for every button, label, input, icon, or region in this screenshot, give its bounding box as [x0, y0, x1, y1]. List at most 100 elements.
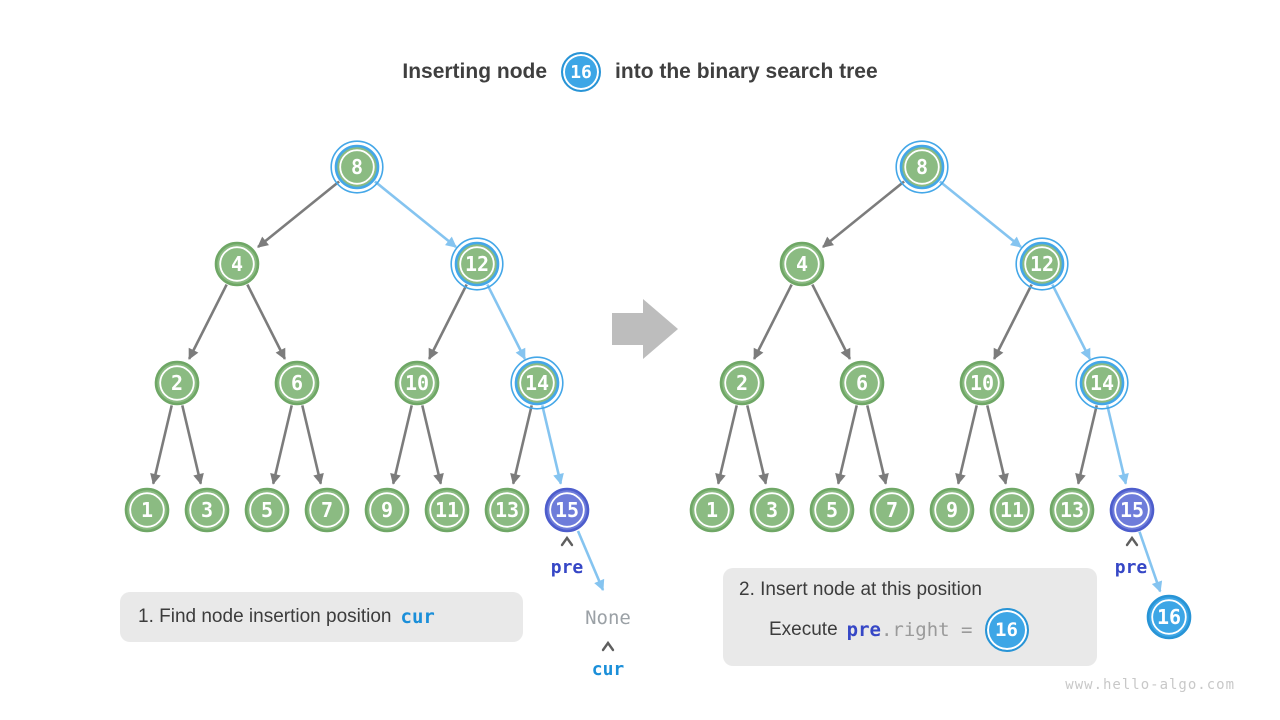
title-suffix: into the binary search tree: [615, 60, 878, 83]
node-value: 6: [291, 371, 303, 395]
caption-step1-text: 1. Find node insertion position: [138, 606, 392, 627]
tree-edge-12-14: [486, 283, 527, 360]
caption-step2: 2. Insert node at this position Execute …: [723, 568, 1097, 666]
node-circle: [394, 360, 440, 406]
tree-node-2: 2: [719, 360, 765, 406]
tree-node-8: 8: [330, 140, 384, 194]
node-value: 15: [1120, 498, 1144, 522]
node-circle: [1146, 594, 1192, 640]
node-value: 3: [766, 498, 778, 522]
node-circle: [244, 487, 290, 533]
node-inner-ring: [369, 492, 405, 528]
node-highlight-ring: [510, 356, 564, 410]
tree-node-15: 15: [1109, 487, 1155, 533]
cur-label: cur: [592, 659, 625, 680]
tree-node-14: 14: [1075, 356, 1129, 410]
node-value: 2: [171, 371, 183, 395]
node-value: 14: [525, 371, 549, 395]
node-highlight-ring: [1075, 356, 1129, 410]
tree-node-6: 6: [274, 360, 320, 406]
node-inner-ring: [249, 492, 285, 528]
node-inner-ring: [189, 492, 225, 528]
tree-node-10: 10: [959, 360, 1005, 406]
node-value: 11: [435, 498, 459, 522]
watermark: www.hello-algo.com: [1065, 677, 1235, 693]
node-inner-ring: [519, 365, 555, 401]
node-inner-ring: [129, 492, 165, 528]
pre-label: pre: [1115, 557, 1148, 578]
tree-edge-14-13: [510, 405, 533, 485]
chevron-up-icon: [560, 535, 574, 547]
tree-edge-2-1: [150, 405, 173, 485]
caption-step2-right-code: .right =: [880, 619, 973, 641]
node-circle: [809, 487, 855, 533]
node-circle: [719, 360, 765, 406]
tree-edge-4-2: [187, 283, 228, 360]
tree-edge-2-3: [746, 405, 769, 485]
tree-node-9: 9: [929, 487, 975, 533]
tree-edge-10-11: [986, 405, 1009, 485]
tree-node-4: 4: [779, 241, 825, 287]
node-value: 13: [1060, 498, 1084, 522]
caption-step2-line2: Execute pre .right = 16: [769, 608, 1081, 652]
tree-edge-6-7: [301, 405, 324, 485]
node-inner-ring: [814, 492, 850, 528]
node-inner-ring: [724, 365, 760, 401]
node-circle: [899, 144, 945, 190]
node-value: 1: [706, 498, 718, 522]
node-inner-ring: [1054, 492, 1090, 528]
node-inner-ring: [219, 246, 255, 282]
node-circle: [959, 360, 1005, 406]
node-inner-ring: [159, 365, 195, 401]
node-value: 12: [465, 252, 489, 276]
node-value: 5: [826, 498, 838, 522]
node-value: 16: [1157, 605, 1181, 629]
tree-node-3: 3: [749, 487, 795, 533]
caption-step2-line1: 2. Insert node at this position: [739, 579, 982, 600]
node-value: 3: [201, 498, 213, 522]
tree-node-5: 5: [244, 487, 290, 533]
node-inner-ring: [309, 492, 345, 528]
node-circle: [1079, 360, 1125, 406]
node-circle: [364, 487, 410, 533]
pointer-arrow-0: [576, 530, 605, 591]
node-value: 14: [1090, 371, 1114, 395]
tree-edge-2-1: [715, 405, 738, 485]
caption-step2-pre-code: pre: [846, 619, 881, 641]
node-inner-ring: [339, 149, 375, 185]
node-inner-ring: [489, 492, 525, 528]
tree-edge-10-9: [955, 405, 978, 485]
node-inner-ring: [934, 492, 970, 528]
node-inner-ring: [754, 492, 790, 528]
node-inner-ring: [399, 365, 435, 401]
tree-edge-6-7: [866, 405, 889, 485]
node-highlight-ring: [450, 237, 504, 291]
node-circle: [689, 487, 735, 533]
node-inner-ring: [904, 149, 940, 185]
node-value: 4: [796, 252, 808, 276]
tree-node-12: 12: [1015, 237, 1069, 291]
node-value: 6: [856, 371, 868, 395]
caption-step1-cur-code: cur: [400, 606, 435, 628]
node-highlight-ring: [1015, 237, 1069, 291]
node-circle: [1109, 487, 1155, 533]
node-circle: [544, 487, 590, 533]
node-inner-ring: [784, 246, 820, 282]
node-inner-ring: [844, 365, 880, 401]
node-circle: [839, 360, 885, 406]
tree-edge-10-11: [421, 405, 444, 485]
node-value: 8: [916, 155, 928, 179]
node-circle: [1019, 241, 1065, 287]
title-prefix: Inserting node: [402, 60, 548, 83]
node-circle: [929, 487, 975, 533]
tree-edge-14-15: [541, 405, 564, 485]
pre-label: pre: [551, 557, 584, 578]
node-value: 13: [495, 498, 519, 522]
node-value: 7: [321, 498, 333, 522]
tree-node-2: 2: [154, 360, 200, 406]
tree-edge-14-13: [1075, 405, 1098, 485]
tree-edge-6-5: [270, 405, 293, 485]
node-value: 10: [970, 371, 994, 395]
caption-step2-execute: Execute: [769, 619, 838, 640]
tree-node-5: 5: [809, 487, 855, 533]
